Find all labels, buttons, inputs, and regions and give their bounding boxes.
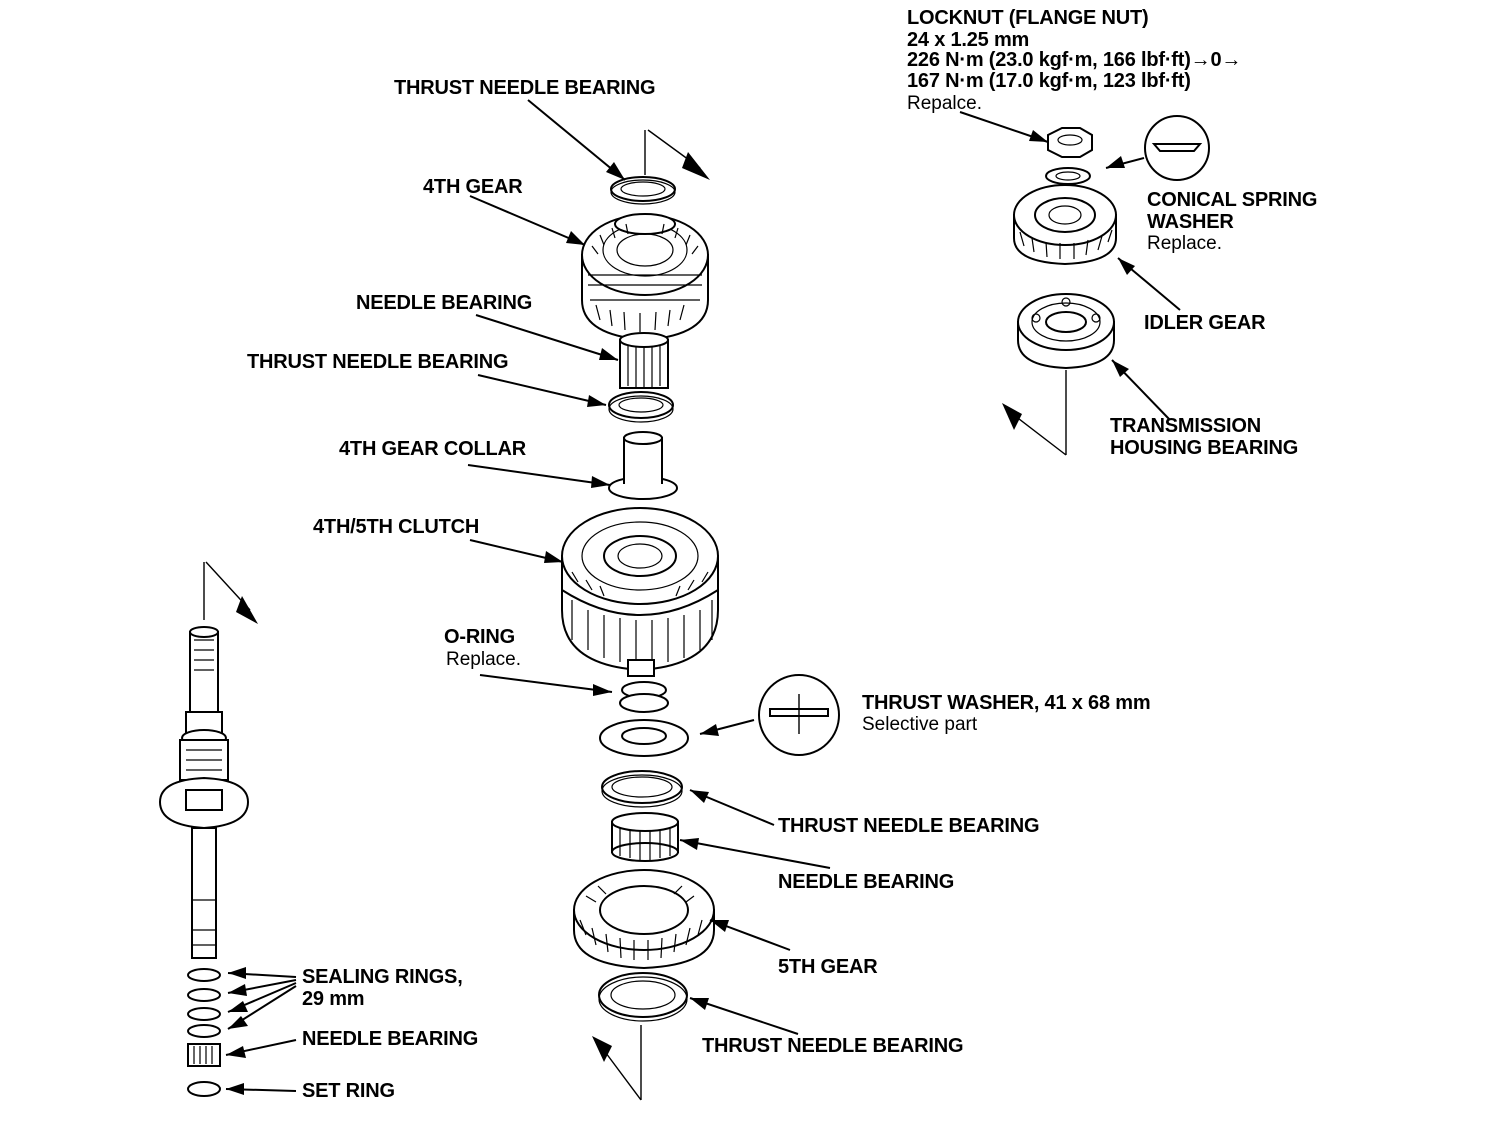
sealing-rings-part — [187, 968, 221, 1038]
thrust-needle-bearing-bottom-part — [598, 972, 688, 1022]
arrowheads — [226, 130, 1135, 1095]
label-thrust-washer-note: Selective part — [862, 714, 978, 735]
thrust-washer-part — [599, 719, 689, 757]
shaft-needle-bearing-part — [187, 1043, 221, 1067]
label-sealing-rings-size: 29 mm — [302, 988, 365, 1010]
label-transmission: TRANSMISSION — [1110, 415, 1261, 437]
idler-assembly — [1002, 115, 1210, 456]
label-locknut-note: Repalce. — [907, 93, 982, 114]
label-thrust-needle-bearing-top: THRUST NEEDLE BEARING — [394, 77, 656, 99]
label-set-ring: SET RING — [302, 1080, 395, 1102]
fourth-gear-collar-part — [608, 431, 678, 500]
conical-washer-part — [1045, 167, 1091, 185]
direction-arrow-left — [203, 561, 258, 624]
label-housing-bearing: HOUSING BEARING — [1110, 437, 1299, 459]
label-needle-bearing-shaft: NEEDLE BEARING — [302, 1028, 479, 1050]
label-locknut-torque-1: 226 N·m (23.0 kgf·m, 166 lbf·ft)→0→ — [907, 49, 1242, 71]
label-conical-washer: WASHER — [1147, 211, 1234, 233]
label-locknut: LOCKNUT (FLANGE NUT) — [907, 7, 1149, 29]
label-needle-bearing-lower: NEEDLE BEARING — [778, 871, 955, 893]
conical-washer-detail — [1144, 115, 1210, 181]
needle-bearing-upper-part — [619, 332, 669, 389]
label-4th-5th-clutch: 4TH/5TH CLUTCH — [313, 516, 480, 538]
o-ring-part — [619, 681, 669, 713]
locknut-part — [1047, 127, 1093, 158]
thrust-needle-bearing-top-part — [610, 176, 676, 205]
label-o-ring-note: Replace. — [446, 649, 521, 670]
set-ring-part — [187, 1081, 221, 1097]
label-5th-gear: 5TH GEAR — [778, 956, 878, 978]
direction-arrow-top — [644, 129, 710, 180]
fifth-gear-part — [573, 869, 715, 970]
label-thrust-needle-bearing-bottom: THRUST NEEDLE BEARING — [702, 1035, 964, 1057]
label-conical-spring: CONICAL SPRING — [1147, 189, 1318, 211]
needle-bearing-lower-part — [611, 812, 679, 862]
label-conical-note: Replace. — [1147, 233, 1222, 254]
idler-gear-part — [1013, 184, 1117, 266]
thrust-washer-detail — [758, 674, 840, 756]
fourth-gear-part — [581, 213, 709, 342]
label-needle-bearing-upper: NEEDLE BEARING — [356, 292, 533, 314]
label-locknut-torque-2: 167 N·m (17.0 kgf·m, 123 lbf·ft) — [907, 70, 1191, 92]
label-locknut-size: 24 x 1.25 mm — [907, 29, 1030, 51]
label-idler-gear: IDLER GEAR — [1144, 312, 1266, 334]
label-o-ring: O-RING — [444, 626, 516, 648]
direction-arrow-bottom — [592, 1025, 642, 1101]
direction-arrow-right — [1002, 370, 1067, 456]
thrust-needle-bearing-2-part — [608, 391, 674, 423]
mainshaft — [158, 561, 258, 1097]
clutch-part — [561, 507, 719, 677]
label-4th-gear: 4TH GEAR — [423, 176, 523, 198]
mainshaft-stack — [561, 129, 719, 1101]
housing-bearing-part — [1017, 293, 1115, 370]
label-thrust-washer: THRUST WASHER, 41 x 68 mm — [862, 692, 1151, 714]
label-sealing-rings: SEALING RINGS, — [302, 966, 463, 988]
label-thrust-needle-bearing-2: THRUST NEEDLE BEARING — [247, 351, 509, 373]
label-4th-gear-collar: 4TH GEAR COLLAR — [339, 438, 527, 460]
thrust-needle-bearing-3-part — [601, 770, 683, 808]
label-thrust-needle-bearing-3: THRUST NEEDLE BEARING — [778, 815, 1040, 837]
